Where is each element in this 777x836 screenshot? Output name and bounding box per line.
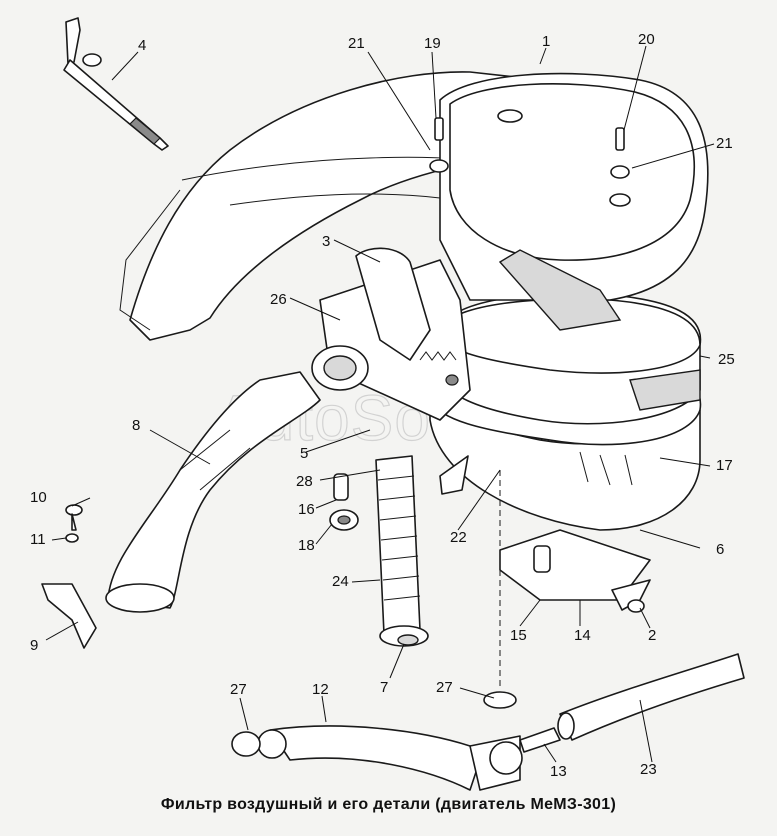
part-clamp-bracket xyxy=(41,504,97,649)
callout-22: 22 xyxy=(450,529,467,546)
callout-26: 26 xyxy=(270,291,287,308)
part-bracket-26 xyxy=(311,247,471,421)
callout-21-right: 21 xyxy=(716,135,733,152)
callout-28: 28 xyxy=(296,473,313,490)
part-hose-23 xyxy=(483,653,745,753)
callout-12: 12 xyxy=(312,681,329,698)
callout-25: 25 xyxy=(718,351,735,368)
callout-labels: 1 2 3 4 5 6 7 8 9 10 11 12 13 14 15 16 1… xyxy=(30,31,735,780)
callout-14: 14 xyxy=(574,627,591,644)
callout-17: 17 xyxy=(716,457,733,474)
part-base-plate xyxy=(499,529,651,613)
callout-16: 16 xyxy=(298,501,315,518)
part-lever-rod xyxy=(63,17,169,151)
part-hose-12 xyxy=(231,725,523,791)
callout-27-right: 27 xyxy=(436,679,453,696)
callout-21-left: 21 xyxy=(348,35,365,52)
callout-19: 19 xyxy=(424,35,441,52)
leader-lines xyxy=(45,45,715,763)
part-corrugated-hose xyxy=(375,455,429,647)
callout-18: 18 xyxy=(298,537,315,554)
callout-6: 6 xyxy=(716,541,724,558)
part-spring xyxy=(419,351,459,386)
callout-5: 5 xyxy=(300,445,308,462)
callout-7: 7 xyxy=(380,679,388,696)
callout-4: 4 xyxy=(138,37,146,54)
part-bolts xyxy=(429,117,630,179)
callout-3: 3 xyxy=(322,233,330,250)
part-small-fittings xyxy=(329,455,469,531)
callout-8: 8 xyxy=(132,417,140,434)
figure-caption: Фильтр воздушный и его детали (двигатель… xyxy=(160,796,617,813)
callout-24: 24 xyxy=(332,573,349,590)
callout-1: 1 xyxy=(542,33,550,50)
callout-20: 20 xyxy=(638,31,655,48)
callout-10: 10 xyxy=(30,489,47,506)
callout-9: 9 xyxy=(30,637,38,654)
callout-23: 23 xyxy=(640,761,657,778)
callout-27-left: 27 xyxy=(230,681,247,698)
part-filter-element xyxy=(439,292,702,425)
callout-2: 2 xyxy=(648,627,656,644)
callout-13: 13 xyxy=(550,763,567,780)
callout-11: 11 xyxy=(30,531,46,548)
part-intake-hose xyxy=(105,371,321,613)
callout-15: 15 xyxy=(510,627,527,644)
part-filter-cover xyxy=(439,72,709,331)
